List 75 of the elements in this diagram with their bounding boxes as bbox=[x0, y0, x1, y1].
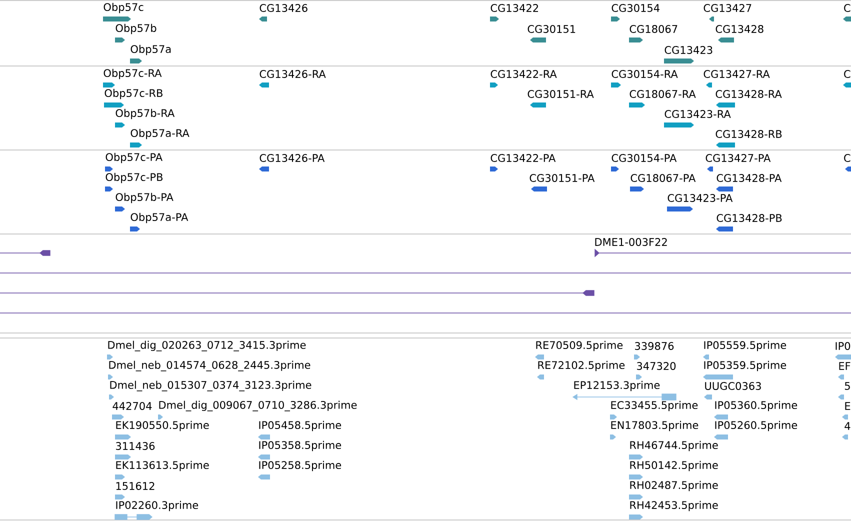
feature-label: 339876 bbox=[635, 342, 674, 350]
feature-label: Obp57a-PA bbox=[130, 212, 188, 224]
feature-label: Obp57a-RA bbox=[130, 128, 190, 140]
feature-label: IP02260.3prime bbox=[116, 500, 198, 512]
feature-label: CG13428-RA bbox=[716, 90, 782, 98]
feature-label: CG13427-RA bbox=[704, 70, 770, 78]
feature-label: Dmel_dig_020263_0712_3415.3prime bbox=[108, 340, 306, 352]
feature-label: CG18067 bbox=[630, 25, 678, 33]
feature-label: CG13426-PA bbox=[260, 154, 325, 162]
feature-label: CG30154 bbox=[612, 4, 660, 12]
feature-label: IP05458.5prime bbox=[259, 420, 342, 432]
feature-label: 5 bbox=[844, 382, 850, 390]
feature-label: 151612 bbox=[116, 482, 154, 490]
feature-label: CG13423-PA bbox=[668, 194, 733, 202]
feature-label: 311436 bbox=[116, 442, 155, 450]
feature-label: RE70509.5prime bbox=[536, 340, 623, 352]
feature-label: Obp57b-RA bbox=[116, 108, 175, 120]
feature-label: Obp57b-PA bbox=[116, 192, 174, 204]
feature-label: CG13426 bbox=[260, 4, 308, 12]
feature-label: Obp57c bbox=[104, 2, 144, 14]
feature-label: Obp57c-RB bbox=[104, 88, 162, 100]
feature-label: CG13428-RB bbox=[716, 130, 782, 138]
feature-label: 4 bbox=[844, 422, 850, 430]
feature-label: 442704 bbox=[112, 402, 152, 410]
feature-label: EP12153.3prime bbox=[574, 380, 660, 392]
feature-label: CG30154-RA bbox=[612, 70, 678, 78]
feature-label: CG13428 bbox=[716, 25, 764, 33]
feature-label: Obp57a bbox=[130, 44, 171, 56]
feature-label: Obp57b bbox=[116, 24, 156, 34]
feature-label: Dmel_neb_014574_0628_2445.3prime bbox=[109, 360, 310, 372]
feature-label: CG13427-PA bbox=[706, 154, 771, 162]
feature-label: EK190550.5prime bbox=[116, 420, 209, 432]
feature-label: 347320 bbox=[637, 362, 676, 370]
feature-label: CG13422 bbox=[490, 4, 538, 12]
feature-label: C bbox=[844, 70, 850, 78]
feature-label: IP05360.5prime bbox=[715, 400, 798, 412]
feature-label: IP05260.5prime bbox=[715, 420, 798, 432]
feature-label: CG13423 bbox=[664, 46, 712, 54]
feature-label: RH50142.5prime bbox=[630, 460, 718, 472]
feature-label: Obp57c-RA bbox=[104, 68, 162, 80]
feature-label: IP05559.5prime bbox=[704, 340, 786, 352]
feature-label: CG18067-RA bbox=[630, 90, 696, 98]
feature-label: CG30151 bbox=[528, 25, 576, 33]
feature-label: RE72102.5prime bbox=[538, 360, 625, 372]
feature-label: Obp57c-PA bbox=[106, 152, 162, 164]
feature-label: DME1-003F22 bbox=[595, 238, 667, 246]
feature-label: IP05358.5prime bbox=[259, 440, 342, 452]
feature-label: CG13428-PA bbox=[716, 174, 782, 182]
feature-label: EN17803.5prime bbox=[611, 420, 698, 432]
feature-label: Dmel_dig_009067_0710_3286.3prime bbox=[159, 400, 357, 412]
feature-label: EF bbox=[839, 362, 850, 370]
feature-label: IP05359.5prime bbox=[704, 360, 786, 372]
feature-label: CG30154-PA bbox=[612, 154, 677, 162]
feature-label: EC33455.5prime bbox=[611, 400, 698, 412]
feature-label: CG30151-RA bbox=[528, 90, 594, 98]
feature-label: CG13426-RA bbox=[260, 70, 326, 78]
feature-label: Obp57c-PB bbox=[106, 172, 163, 184]
feature-label: CG30151-PA bbox=[530, 174, 595, 182]
feature-label: CG18067-PA bbox=[630, 174, 696, 182]
feature-label: RH42453.5prime bbox=[630, 500, 718, 512]
feature-label: CG13423-RA bbox=[664, 110, 731, 118]
feature-label: CG13422-PA bbox=[490, 154, 556, 162]
feature-label: Dmel_neb_015307_0374_3123.3prime bbox=[110, 380, 312, 392]
feature-label: EK113613.5prime bbox=[116, 460, 209, 472]
feature-label: E bbox=[845, 402, 850, 410]
feature-label: IP0 bbox=[836, 342, 850, 350]
feature-label: CG13422-RA bbox=[490, 70, 557, 78]
feature-label: IP05258.5prime bbox=[259, 460, 342, 472]
feature-label: CG13427 bbox=[704, 4, 752, 12]
feature-label: UUGC0363 bbox=[705, 382, 761, 390]
feature-label: RH02487.5prime bbox=[630, 480, 718, 492]
feature-label: C bbox=[844, 4, 850, 12]
feature-label: C bbox=[844, 154, 850, 162]
feature-label: CG13428-PB bbox=[716, 214, 782, 222]
feature-label: RH46744.5prime bbox=[630, 440, 718, 452]
